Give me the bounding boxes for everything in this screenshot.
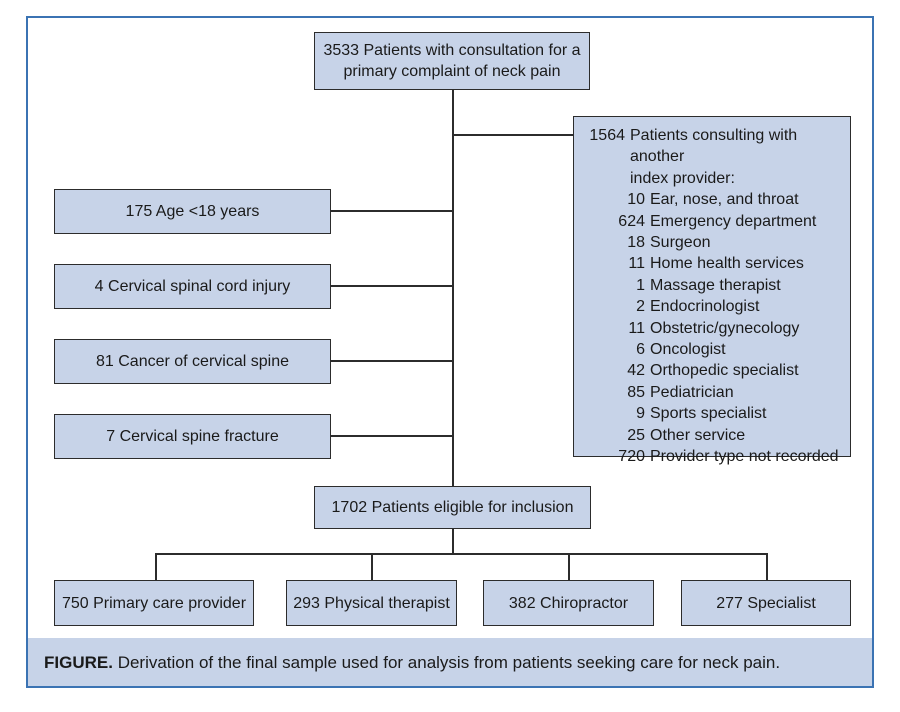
- eligible-stem-line: [452, 528, 454, 554]
- item-label: Ear, nose, and throat: [650, 191, 799, 209]
- caption-label: FIGURE.: [44, 653, 113, 672]
- list-item: 6 Oncologist: [581, 339, 844, 360]
- item-count: 624: [618, 212, 645, 230]
- list-item: 85 Pediatrician: [581, 382, 844, 403]
- list-item: 11 Home health services: [581, 253, 844, 274]
- group-label: 382 Chiropractor: [508, 594, 629, 612]
- group-label: 750 Primary care provider: [61, 594, 247, 612]
- item-label: Surgeon: [650, 234, 711, 252]
- connector-exclusion-fracture: [330, 435, 453, 437]
- item-label: Endocrinologist: [650, 298, 760, 316]
- other-provider-list: 10 Ear, nose, and throat 624 Emergency dep…: [581, 189, 844, 467]
- item-count: 42: [627, 362, 645, 380]
- other-provider-heading-line2: index provider:: [630, 169, 735, 187]
- exclusion-label: 81 Cancer of cervical spine: [96, 353, 289, 370]
- top-box-line1: 3533 Patients with consultation for a: [323, 42, 581, 59]
- connector-exclusion-injury: [330, 285, 453, 287]
- item-label: Oncologist: [650, 341, 726, 359]
- other-provider-heading-spacer: [581, 168, 630, 189]
- item-label: Orthopedic specialist: [650, 362, 799, 380]
- item-count: 11: [628, 255, 645, 273]
- other-provider-heading-cont: index provider:: [581, 168, 844, 189]
- item-count: 85: [627, 383, 645, 401]
- list-item: 11 Obstetric/gynecology: [581, 318, 844, 339]
- drop-physical-therapist: [371, 553, 373, 580]
- list-item: 9 Sports specialist: [581, 403, 844, 424]
- item-label: Home health services: [650, 255, 804, 273]
- top-box-all-patients: 3533 Patients with consultation for a pr…: [314, 32, 590, 90]
- item-count: 6: [636, 341, 645, 359]
- item-count: 2: [636, 298, 645, 316]
- group-box-primary-care: 750 Primary care provider: [54, 580, 254, 626]
- drop-specialist: [766, 553, 768, 580]
- eligible-label: 1702 Patients eligible for inclusion: [331, 499, 574, 516]
- exclusion-box-cancer: 81 Cancer of cervical spine: [54, 339, 331, 384]
- group-box-chiropractor: 382 Chiropractor: [483, 580, 654, 626]
- eligible-patients-box: 1702 Patients eligible for inclusion: [314, 486, 591, 529]
- other-provider-heading-line1: Patients consulting with another: [630, 127, 798, 166]
- item-count: 18: [627, 234, 645, 252]
- distribution-bar-line: [155, 553, 768, 555]
- drop-primary-care: [155, 553, 157, 580]
- list-item: 10 Ear, nose, and throat: [581, 189, 844, 210]
- connector-exclusion-cancer: [330, 360, 453, 362]
- exclusion-label: 175 Age <18 years: [125, 203, 260, 220]
- list-item: 42 Orthopedic specialist: [581, 360, 844, 381]
- item-count: 9: [636, 405, 645, 423]
- exclusion-box-spinal-cord-injury: 4 Cervical spinal cord injury: [54, 264, 331, 309]
- item-label: Provider type not recorded: [650, 448, 839, 466]
- connector-exclusion-age: [330, 210, 453, 212]
- item-count: 11: [628, 319, 645, 337]
- item-label: Obstetric/gynecology: [650, 319, 800, 337]
- other-provider-heading: 1564 Patients consulting with another: [581, 125, 844, 168]
- other-provider-box: 1564 Patients consulting with another in…: [573, 116, 851, 465]
- list-item: 1 Massage therapist: [581, 275, 844, 296]
- list-item: 720 Provider type not recorded: [581, 446, 844, 467]
- group-box-physical-therapist: 293 Physical therapist: [286, 580, 457, 626]
- exclusion-label: 7 Cervical spine fracture: [106, 428, 279, 445]
- group-box-specialist: 277 Specialist: [681, 580, 851, 626]
- item-label: Massage therapist: [650, 276, 781, 294]
- list-item: 25 Other service: [581, 425, 844, 446]
- group-label: 293 Physical therapist: [293, 594, 450, 612]
- item-label: Emergency department: [650, 212, 817, 230]
- top-box-line2: primary complaint of neck pain: [343, 63, 561, 80]
- item-label: Sports specialist: [650, 405, 767, 423]
- group-label: 277 Specialist: [716, 594, 816, 612]
- figure-caption: FIGURE. Derivation of the final sample u…: [28, 638, 872, 686]
- item-label: Other service: [650, 426, 746, 444]
- item-count: 1: [636, 276, 645, 294]
- list-item: 624 Emergency department: [581, 211, 844, 232]
- list-item: 18 Surgeon: [581, 232, 844, 253]
- other-provider-count: 1564: [589, 127, 625, 144]
- exclusion-box-fracture: 7 Cervical spine fracture: [54, 414, 331, 459]
- item-label: Pediatrician: [650, 383, 734, 401]
- item-count: 25: [627, 426, 645, 444]
- list-item: 2 Endocrinologist: [581, 296, 844, 317]
- exclusion-box-age: 175 Age <18 years: [54, 189, 331, 234]
- exclusion-label: 4 Cervical spinal cord injury: [94, 278, 291, 295]
- caption-text: Derivation of the final sample used for …: [117, 653, 781, 672]
- item-count: 10: [627, 191, 645, 209]
- drop-chiropractor: [568, 553, 570, 580]
- connector-other-provider: [453, 134, 573, 136]
- main-trunk-line: [452, 90, 454, 486]
- item-count: 720: [618, 448, 645, 466]
